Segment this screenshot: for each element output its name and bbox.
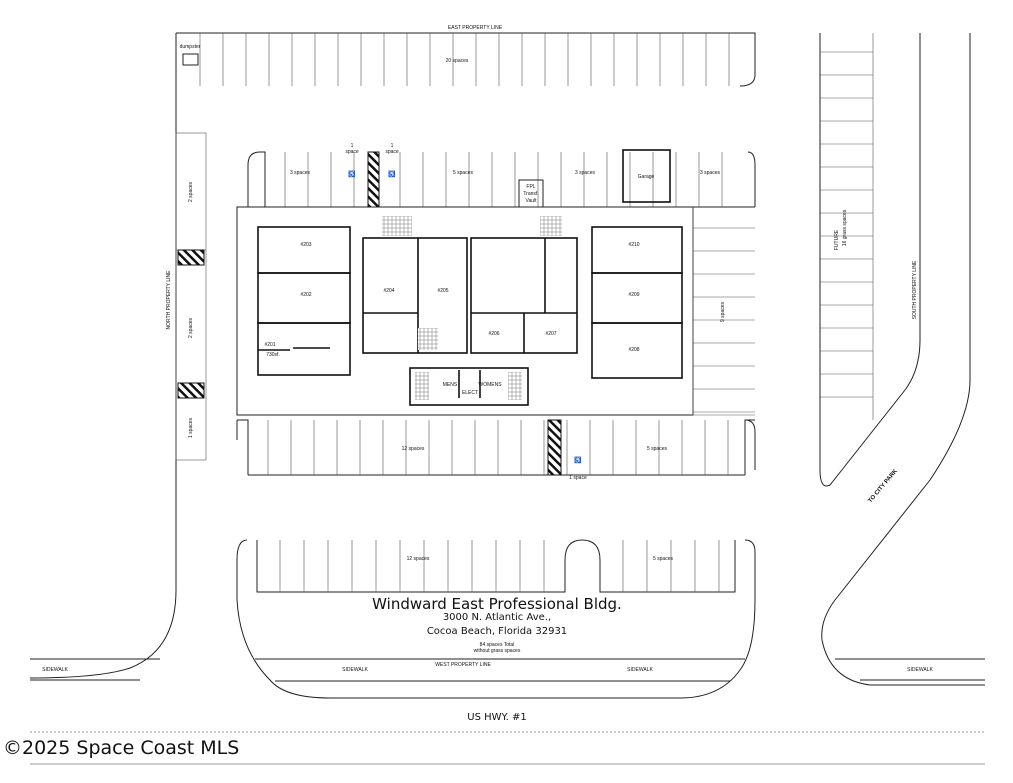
second-parking-row: FPL Transf. Vault Garage 3 spaces 1 spac…	[237, 143, 756, 208]
right-parking	[692, 207, 755, 416]
svg-text:1 spaces: 1 spaces	[188, 417, 194, 438]
building-name: Windward East Professional Bldg.	[372, 595, 622, 613]
svg-text:5 spaces: 5 spaces	[647, 446, 668, 452]
svg-text:SIDEWALK: SIDEWALK	[907, 667, 933, 673]
stairs	[382, 216, 412, 236]
svg-text:2 spaces: 2 spaces	[188, 317, 194, 338]
svg-text:5 spaces: 5 spaces	[653, 556, 674, 562]
svg-text:3 spaces: 3 spaces	[575, 170, 596, 176]
svg-text:ELECT: ELECT	[462, 390, 478, 396]
stairs	[508, 372, 522, 400]
title-block: Windward East Professional Bldg. 3000 N.…	[372, 595, 622, 654]
svg-text:SIDEWALK: SIDEWALK	[42, 667, 68, 673]
svg-text:without grass spaces: without grass spaces	[474, 648, 521, 654]
svg-text:1 space: 1 space	[569, 475, 587, 481]
svg-text:FPL: FPL	[526, 184, 535, 190]
bottom-parking-lot: 12 spaces 5 spaces	[236, 539, 756, 699]
svg-text:12 spaces: 12 spaces	[407, 556, 430, 562]
svg-text:#208: #208	[628, 347, 639, 353]
svg-text:Transf.: Transf.	[523, 191, 538, 197]
svg-text:#206: #206	[488, 331, 499, 337]
stairs	[415, 372, 429, 400]
svg-text:3 spaces: 3 spaces	[290, 170, 311, 176]
unit-210	[591, 226, 683, 274]
dumpster	[182, 53, 199, 66]
svg-text:3 spaces: 3 spaces	[700, 170, 721, 176]
sidewalk: SIDEWALK SIDEWALK SIDEWALK SIDEWALK WEST…	[30, 658, 985, 682]
future-grass-spaces	[820, 33, 874, 420]
svg-text:2 spaces: 2 spaces	[188, 181, 194, 202]
unit-208	[591, 322, 683, 379]
svg-text:MENS: MENS	[443, 382, 458, 388]
site-boundary: EAST PROPERTY LINE	[29, 25, 985, 686]
svg-text:space: space	[345, 149, 359, 155]
unit-209	[591, 272, 683, 324]
copyright-watermark: ©2025 Space Coast MLS	[3, 737, 239, 759]
accessible-icon: ♿	[388, 170, 396, 178]
lobby	[409, 367, 529, 406]
unit-203	[257, 226, 351, 274]
south-property-line-label: SOUTH PROPERTY LINE	[912, 260, 918, 319]
svg-text:1: 1	[391, 143, 394, 149]
svg-text:#201: #201	[264, 342, 275, 348]
svg-text:12 spaces: 12 spaces	[402, 446, 425, 452]
svg-text:FUTURE: FUTURE	[834, 229, 840, 250]
svg-text:#202: #202	[300, 292, 311, 298]
dumpster-label: dumpster	[180, 44, 201, 50]
stairs	[540, 216, 562, 236]
accessible-icon: ♿	[348, 170, 356, 178]
svg-text:#204: #204	[383, 288, 394, 294]
svg-text:#207: #207	[545, 331, 556, 337]
highway-label: US HWY. #1	[467, 712, 526, 723]
svg-text:Garage: Garage	[638, 174, 655, 180]
accessible-icon: ♿	[574, 456, 582, 464]
top-row-label: 20 spaces	[446, 58, 469, 64]
svg-text:SIDEWALK: SIDEWALK	[342, 667, 368, 673]
garage	[622, 149, 671, 203]
svg-text:SIDEWALK: SIDEWALK	[627, 667, 653, 673]
top-parking-row	[199, 33, 730, 86]
svg-text:84 spaces Total: 84 spaces Total	[480, 642, 515, 648]
left-parking-strip: 2 spaces 2 spaces 1 spaces	[175, 132, 207, 461]
building: #203 #202 #201 730sf. #204 #205 #206 #20…	[236, 206, 694, 416]
east-property-line-label: EAST PROPERTY LINE	[448, 25, 503, 31]
svg-text:space: space	[385, 149, 399, 155]
svg-text:WOMENS: WOMENS	[478, 382, 502, 388]
svg-text:9 spaces: 9 spaces	[720, 301, 726, 322]
svg-text:#209: #209	[628, 292, 639, 298]
unit-202	[257, 272, 351, 324]
lower-parking-row: ♿ 1 space 12 spaces 5 spaces	[236, 419, 756, 481]
svg-text:730sf.: 730sf.	[266, 352, 280, 358]
svg-text:1: 1	[351, 143, 354, 149]
units-204-205	[362, 237, 468, 354]
svg-text:Vault: Vault	[525, 198, 537, 204]
to-city-park-label: TO CITY PARK	[868, 468, 900, 504]
svg-text:#210: #210	[628, 242, 639, 248]
svg-text:Cocoa Beach, Florida 32931: Cocoa Beach, Florida 32931	[427, 626, 567, 637]
svg-text:#203: #203	[300, 242, 311, 248]
svg-text:3000 N. Atlantic Ave.,: 3000 N. Atlantic Ave.,	[443, 612, 551, 623]
west-property-line-label: WEST PROPERTY LINE	[435, 662, 491, 668]
unit-201	[257, 322, 351, 376]
north-property-line-label: NORTH PROPERTY LINE	[166, 270, 172, 330]
svg-text:#205: #205	[437, 288, 448, 294]
svg-text:5 spaces: 5 spaces	[453, 170, 474, 176]
svg-text:16 grass spaces: 16 grass spaces	[842, 209, 848, 246]
